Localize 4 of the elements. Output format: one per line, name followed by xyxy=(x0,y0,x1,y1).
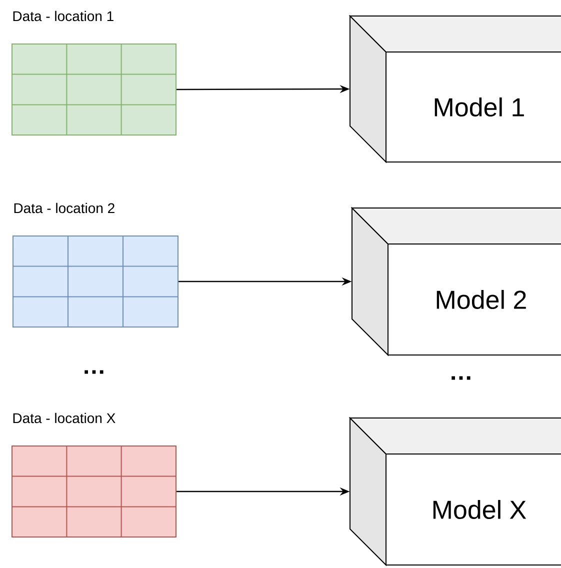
ellipsis: … xyxy=(84,370,104,374)
table-heading: Data - location X xyxy=(13,412,116,424)
table-heading: Data - location 2 xyxy=(14,202,114,214)
table-heading: Data - location 1 xyxy=(13,10,114,22)
